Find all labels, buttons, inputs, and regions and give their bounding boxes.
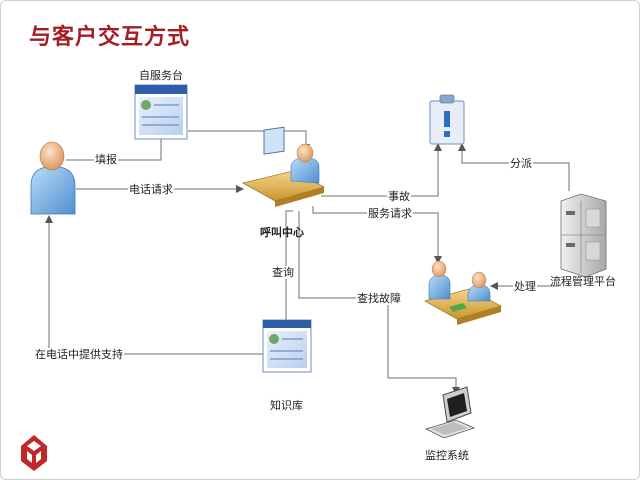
customer-person-icon [30, 141, 76, 215]
slide-title: 与客户交互方式 [29, 25, 191, 50]
label-phone-support: 在电话中提供支持 [34, 348, 124, 361]
company-logo [21, 435, 47, 471]
label-monitoring: 监控系统 [425, 449, 469, 462]
label-self-service: 自服务台 [139, 69, 183, 82]
label-phone-request: 电话请求 [128, 183, 174, 196]
label-query: 查询 [271, 266, 295, 279]
label-call-center: 呼叫中心 [260, 226, 304, 239]
label-incident: 事故 [387, 190, 411, 203]
label-dispatch: 分派 [509, 157, 533, 170]
monitoring-computer-icon [424, 386, 476, 439]
label-handle: 处理 [513, 280, 537, 293]
edge-query [282, 210, 293, 342]
clipboard-alert-icon [429, 94, 465, 145]
label-service-request: 服务请求 [367, 207, 413, 220]
label-find-fault: 查找故障 [356, 292, 402, 305]
self-service-window-icon [134, 84, 188, 140]
server-rack-icon [560, 193, 607, 278]
knowledge-base-window-icon [262, 319, 312, 373]
label-knowledge-base: 知识库 [270, 399, 303, 412]
edge-phone-support [45, 215, 263, 355]
label-fill-report: 填报 [94, 153, 118, 166]
edge-incident [321, 143, 442, 197]
edge-find-fault [298, 211, 460, 395]
edge-self-service-to-call-center [188, 130, 310, 152]
handling-staff-icon [423, 260, 503, 325]
call-center-agent-icon [241, 126, 326, 207]
label-process-platform: 流程管理平台 [550, 275, 616, 288]
